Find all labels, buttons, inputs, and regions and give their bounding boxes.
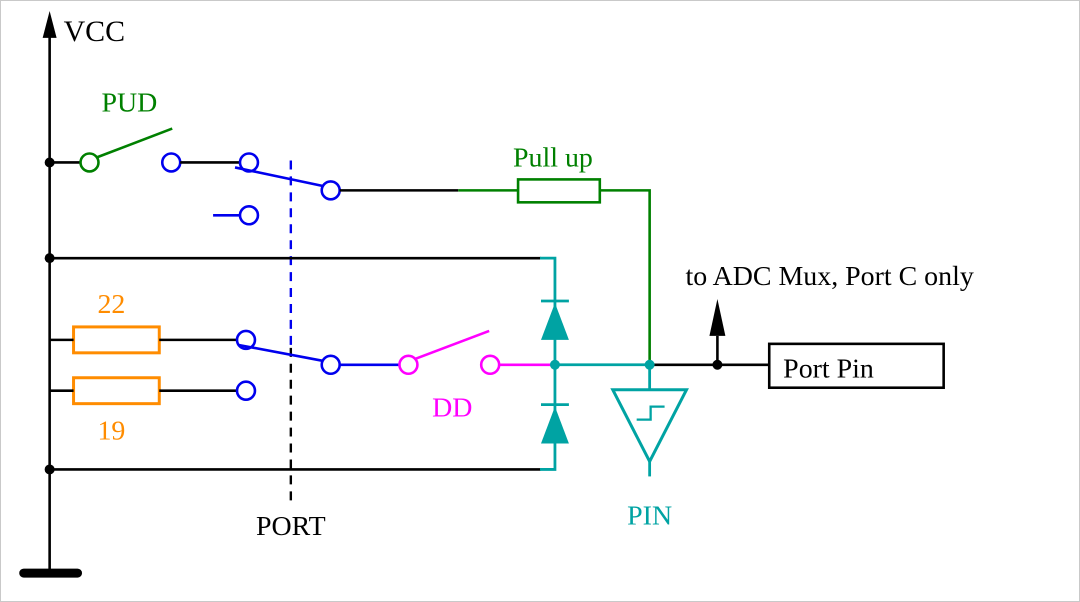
pud-switch: PUD xyxy=(49,88,240,173)
pullup-resistor-icon xyxy=(516,178,602,204)
switch-contact-icon xyxy=(235,380,257,401)
pin-buffer: PIN xyxy=(610,364,689,531)
junction-dot xyxy=(712,359,723,370)
lower-clamp-diode-icon xyxy=(540,406,569,444)
port-boundary: PORT xyxy=(256,160,326,542)
dd-label: DD xyxy=(432,393,472,424)
pullup-wire xyxy=(599,189,651,363)
driver-branch: 22 19 DD xyxy=(49,256,551,471)
pullup-label: Pull up xyxy=(513,142,593,173)
pin-label: PIN xyxy=(627,500,672,531)
adc-note-label: to ADC Mux, Port C only xyxy=(686,261,974,292)
switch-arm xyxy=(237,343,323,363)
resistor-19-icon xyxy=(72,376,161,406)
pin-node: to ADC Mux, Port C only Port Pin xyxy=(644,261,974,390)
dd-switch-arm xyxy=(414,329,490,361)
hysteresis-icon xyxy=(636,405,665,421)
power-rail: VCC xyxy=(19,10,125,578)
port-pin-box xyxy=(767,342,945,390)
schmitt-buffer-icon xyxy=(610,388,689,465)
pud-switch-arm xyxy=(96,127,173,159)
dd-contact-icon xyxy=(479,354,501,376)
port-pin-label: Port Pin xyxy=(783,354,874,385)
adc-arrow-icon xyxy=(709,299,726,336)
pud-label: PUD xyxy=(101,88,157,119)
switch-contact-icon xyxy=(320,354,341,376)
port-label: PORT xyxy=(256,511,326,542)
junction-dot xyxy=(644,359,655,370)
vcc-arrow-icon xyxy=(42,10,57,38)
resistor-22-icon xyxy=(72,325,161,355)
pullup-branch: Pull up xyxy=(213,142,651,363)
resistor-22-label: 22 xyxy=(97,289,125,320)
pud-contact-icon xyxy=(79,152,100,173)
dd-contact-icon xyxy=(398,354,419,376)
resistor-19-label: 19 xyxy=(97,416,125,447)
switch-arm xyxy=(234,166,325,188)
pud-contact-icon xyxy=(160,152,182,173)
vcc-label: VCC xyxy=(64,15,125,48)
upper-clamp-diode-icon xyxy=(540,302,569,340)
switch-contact-icon xyxy=(320,180,341,201)
switch-contact-icon xyxy=(238,205,260,226)
clamp-diodes xyxy=(539,256,650,471)
